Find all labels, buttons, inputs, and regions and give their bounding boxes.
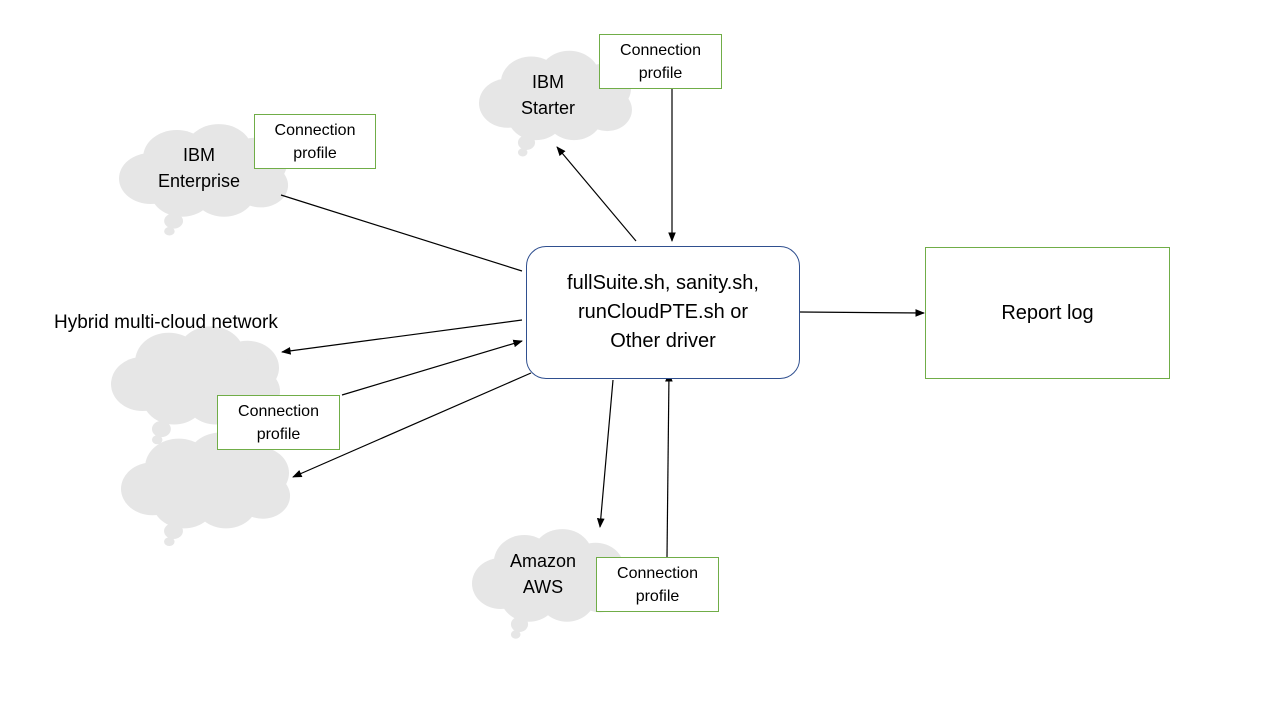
driver-box: fullSuite.sh, sanity.sh, runCloudPTE.sh … bbox=[526, 246, 800, 379]
connection-profile-ibm-starter: Connection profile bbox=[599, 34, 722, 89]
arrow-driver-to-report bbox=[799, 309, 925, 317]
arrow-aws-profile-to-driver bbox=[665, 372, 673, 558]
cloud-amazon-aws bbox=[472, 529, 625, 639]
report-log-label: Report log bbox=[1001, 301, 1094, 324]
cloud-ibm-enterprise bbox=[119, 124, 289, 236]
hybrid-network-title: Hybrid multi-cloud network bbox=[54, 312, 278, 333]
connection-profile-hybrid: Connection profile bbox=[217, 395, 340, 450]
line-ibm-enterprise-to-driver bbox=[280, 194, 523, 272]
arrow-driver-to-hybrid-upper bbox=[281, 319, 523, 355]
connection-profile-amazon-aws: Connection profile bbox=[596, 557, 719, 612]
connection-profile-ibm-enterprise: Connection profile bbox=[254, 114, 376, 169]
arrow-driver-to-ibm-starter bbox=[556, 146, 637, 242]
arrow-driver-to-hybrid-lower bbox=[292, 372, 532, 478]
arrow-hybrid-profile-to-driver bbox=[341, 339, 523, 396]
label-ibm-starter: IBM Starter bbox=[520, 72, 576, 118]
cloud-hybrid-lower bbox=[121, 432, 291, 546]
label-amazon-aws: Amazon AWS bbox=[509, 551, 577, 597]
cloud-hybrid-upper bbox=[111, 326, 281, 445]
label-ibm-enterprise: IBM Enterprise bbox=[157, 145, 241, 191]
arrow-driver-to-amazon-aws bbox=[596, 379, 614, 528]
cloud-ibm-starter bbox=[479, 50, 632, 157]
report-log-box: Report log bbox=[925, 247, 1170, 379]
